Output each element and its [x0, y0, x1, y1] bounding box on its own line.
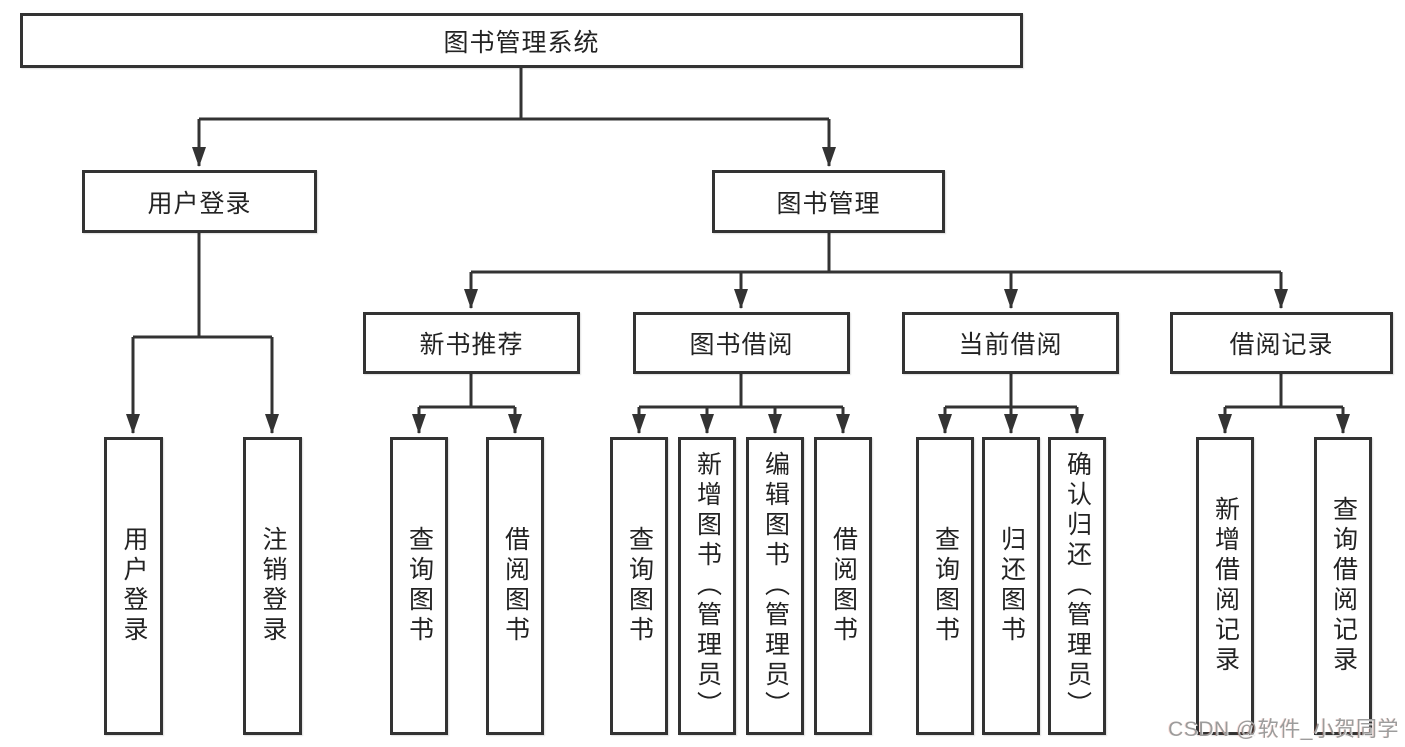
leaf-add-borrow-record: 新增借阅记录 [1196, 437, 1254, 735]
leaf-return-books: 归还图书 [982, 437, 1040, 735]
node-user-login: 用户登录 [82, 170, 317, 233]
leaf-borrow-books: 借阅图书 [814, 437, 872, 735]
node-book-borrowing: 图书借阅 [633, 312, 850, 374]
leaf-borrow-books-recommendation: 借阅图书 [486, 437, 544, 735]
leaf-query-borrow-record: 查询借阅记录 [1314, 437, 1372, 735]
node-borrowing-records: 借阅记录 [1170, 312, 1393, 374]
node-book-management: 图书管理 [712, 170, 945, 233]
leaf-query-books-borrowing: 查询图书 [610, 437, 668, 735]
leaf-add-books-admin: 新增图书（管理员） [678, 437, 736, 735]
node-library-management-system: 图书管理系统 [20, 13, 1023, 68]
node-new-book-recommendation: 新书推荐 [363, 312, 580, 374]
leaf-logout: 注销登录 [243, 437, 302, 735]
node-current-borrowing: 当前借阅 [902, 312, 1119, 374]
leaf-edit-books-admin: 编辑图书（管理员） [746, 437, 804, 735]
leaf-user-login: 用户登录 [104, 437, 163, 735]
leaf-query-books-recommendation: 查询图书 [390, 437, 448, 735]
csdn-watermark: CSDN @软件_小贺同学 [1168, 718, 1399, 741]
leaf-confirm-return-admin: 确认归还（管理员） [1048, 437, 1106, 735]
leaf-query-books-current: 查询图书 [916, 437, 974, 735]
